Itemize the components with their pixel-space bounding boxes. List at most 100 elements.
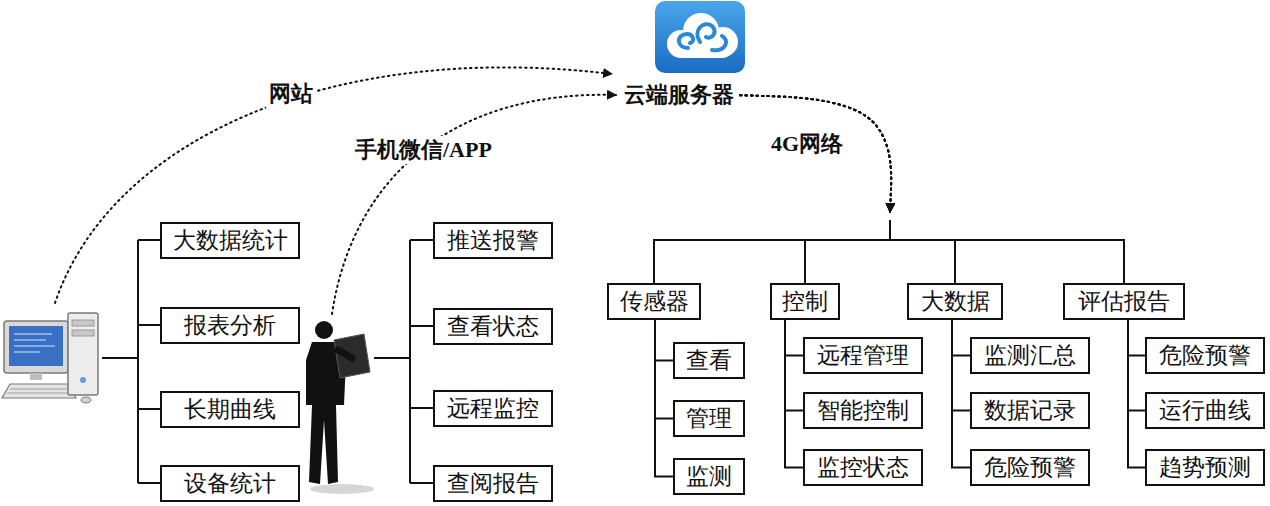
node-text: 远程管理 — [817, 342, 909, 370]
text-box: 监测 — [673, 458, 745, 495]
tree-connector — [1128, 320, 1145, 411]
cloud-swirl — [679, 24, 726, 50]
text-box: 查看状态 — [433, 308, 553, 345]
tree-connector — [785, 320, 803, 356]
paper — [334, 334, 370, 378]
connector — [952, 320, 970, 411]
node-text: 大数据 — [921, 288, 990, 316]
dotted-connector — [740, 95, 891, 212]
connector — [785, 320, 803, 468]
arrow-label: 手机微信/APP — [352, 136, 495, 164]
icon-tile — [655, 1, 745, 73]
node-text: 报表分析 — [184, 312, 276, 340]
tree-connector — [1128, 320, 1145, 356]
drive-slot — [72, 330, 94, 336]
node-text: 云端服务器 — [624, 82, 734, 108]
cloud-icon — [655, 1, 745, 73]
text-box: 传感器 — [607, 283, 701, 320]
text-box: 数据记录 — [970, 392, 1090, 429]
dotted-connector — [740, 95, 891, 212]
tree-connector — [952, 320, 970, 411]
head — [315, 321, 333, 339]
node-text: 运行曲线 — [1159, 397, 1251, 425]
text-box: 大数据 — [907, 283, 1003, 320]
connector — [654, 95, 891, 283]
connector — [740, 95, 1124, 283]
text-box: 推送报警 — [433, 222, 553, 259]
tree-connector — [1128, 320, 1145, 468]
node-text: 危险预警 — [984, 454, 1076, 482]
person-silhouette — [306, 321, 374, 494]
text-box: 报表分析 — [160, 307, 300, 344]
text-box: 大数据统计 — [160, 222, 300, 259]
text-box: 趋势预测 — [1145, 449, 1265, 486]
connector — [952, 320, 970, 468]
node-text: 查阅报告 — [447, 470, 539, 498]
mouse — [81, 397, 91, 403]
arm — [338, 350, 352, 358]
node-text: 大数据统计 — [173, 227, 288, 255]
connector — [785, 320, 803, 411]
connector — [655, 320, 673, 361]
connector — [740, 95, 955, 283]
tree-connector — [655, 320, 673, 477]
text-box: 查阅报告 — [433, 465, 553, 502]
text-box: 设备统计 — [160, 465, 300, 502]
tree-connector — [785, 320, 803, 468]
text-box: 长期曲线 — [160, 391, 300, 428]
tree-connector — [890, 220, 955, 283]
computer-illustration — [2, 313, 98, 403]
tree-connector — [655, 320, 673, 419]
drive-slot — [72, 320, 94, 326]
connector — [952, 320, 970, 356]
tree-connector — [785, 320, 803, 411]
connector — [740, 95, 891, 283]
connector — [1128, 320, 1145, 411]
node-text: 监测汇总 — [984, 342, 1076, 370]
tree-connector — [952, 320, 970, 356]
node-text: 监控状态 — [817, 454, 909, 482]
text-box: 远程监控 — [433, 390, 553, 427]
monitor-stand — [30, 373, 42, 380]
monitor — [4, 321, 68, 373]
tree-connector — [952, 320, 970, 468]
node-text: 管理 — [686, 405, 732, 433]
text-box: 运行曲线 — [1145, 392, 1265, 429]
bracket-lines — [102, 240, 433, 483]
arrow-label: 网站 — [266, 80, 316, 108]
connector — [1128, 320, 1145, 468]
app-arrow — [332, 95, 616, 314]
text-box: 远程管理 — [803, 337, 923, 374]
node-text: 智能控制 — [817, 397, 909, 425]
node-text: 评估报告 — [1078, 288, 1170, 316]
connector — [1128, 320, 1145, 356]
node-text: 推送报警 — [447, 227, 539, 255]
text-box: 智能控制 — [803, 392, 923, 429]
keyboard — [2, 384, 76, 398]
node-text: 长期曲线 — [184, 396, 276, 424]
text-box: 监测汇总 — [970, 337, 1090, 374]
keyboard-keys — [7, 389, 72, 393]
screen-lines — [14, 334, 55, 352]
server-label: 云端服务器 — [622, 82, 736, 108]
connector — [655, 320, 673, 419]
text-box: 危险预警 — [970, 449, 1090, 486]
text-box: 危险预警 — [1145, 337, 1265, 374]
tree-connector — [655, 320, 673, 361]
dotted-connector — [740, 95, 891, 212]
text-box: 监控状态 — [803, 449, 923, 486]
text-box: 控制 — [770, 283, 840, 320]
node-text: 查看 — [686, 347, 732, 375]
node-text: 传感器 — [620, 288, 689, 316]
screen — [9, 326, 63, 366]
cloud-shape — [667, 13, 738, 58]
node-text: 危险预警 — [1159, 342, 1251, 370]
pc-tower — [68, 313, 98, 395]
power-button — [80, 377, 86, 383]
dotted-arrows — [55, 67, 616, 314]
tree-connector — [654, 220, 890, 283]
tree-connector — [890, 220, 1124, 283]
tree-connector — [805, 220, 890, 283]
text-box: 查看 — [673, 342, 745, 379]
